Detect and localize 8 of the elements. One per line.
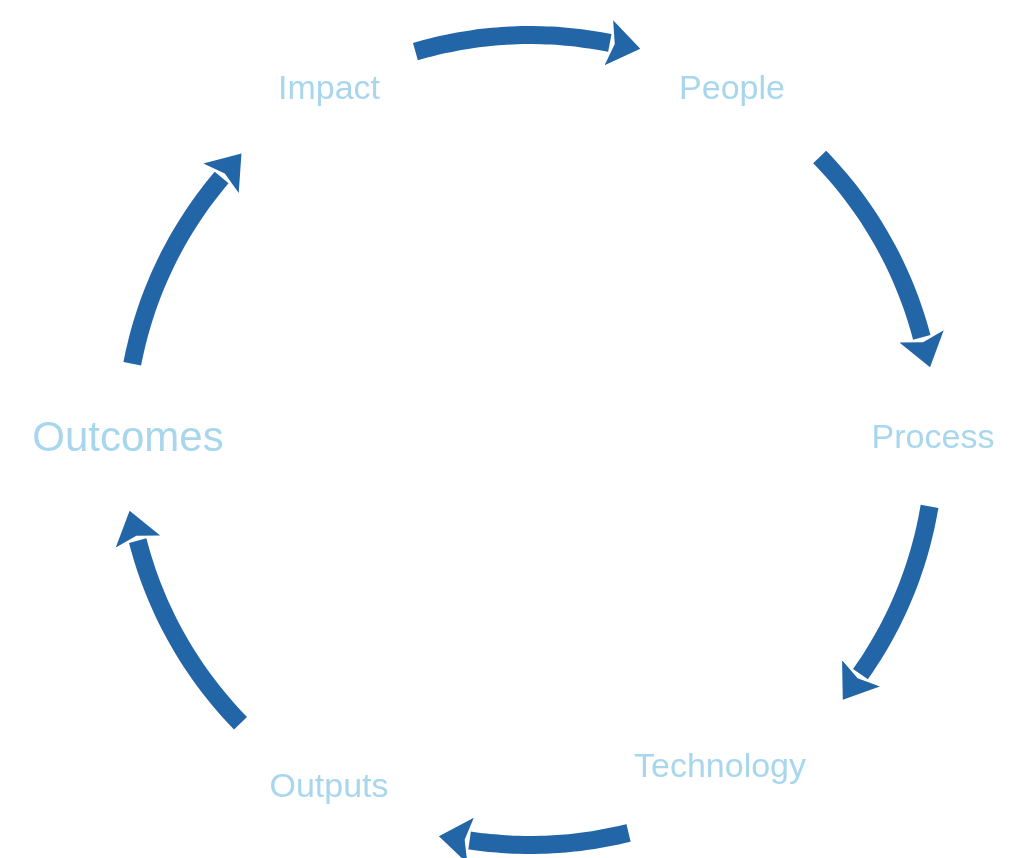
step-label: Impact — [278, 68, 380, 107]
step-label: Process — [871, 417, 995, 456]
step-label: Technology — [634, 746, 806, 785]
step-label: Outcomes — [32, 412, 224, 460]
step-label: People — [679, 68, 785, 107]
step-label: Outputs — [269, 766, 389, 805]
curved-arrow — [811, 149, 944, 368]
curved-arrow — [115, 510, 249, 731]
